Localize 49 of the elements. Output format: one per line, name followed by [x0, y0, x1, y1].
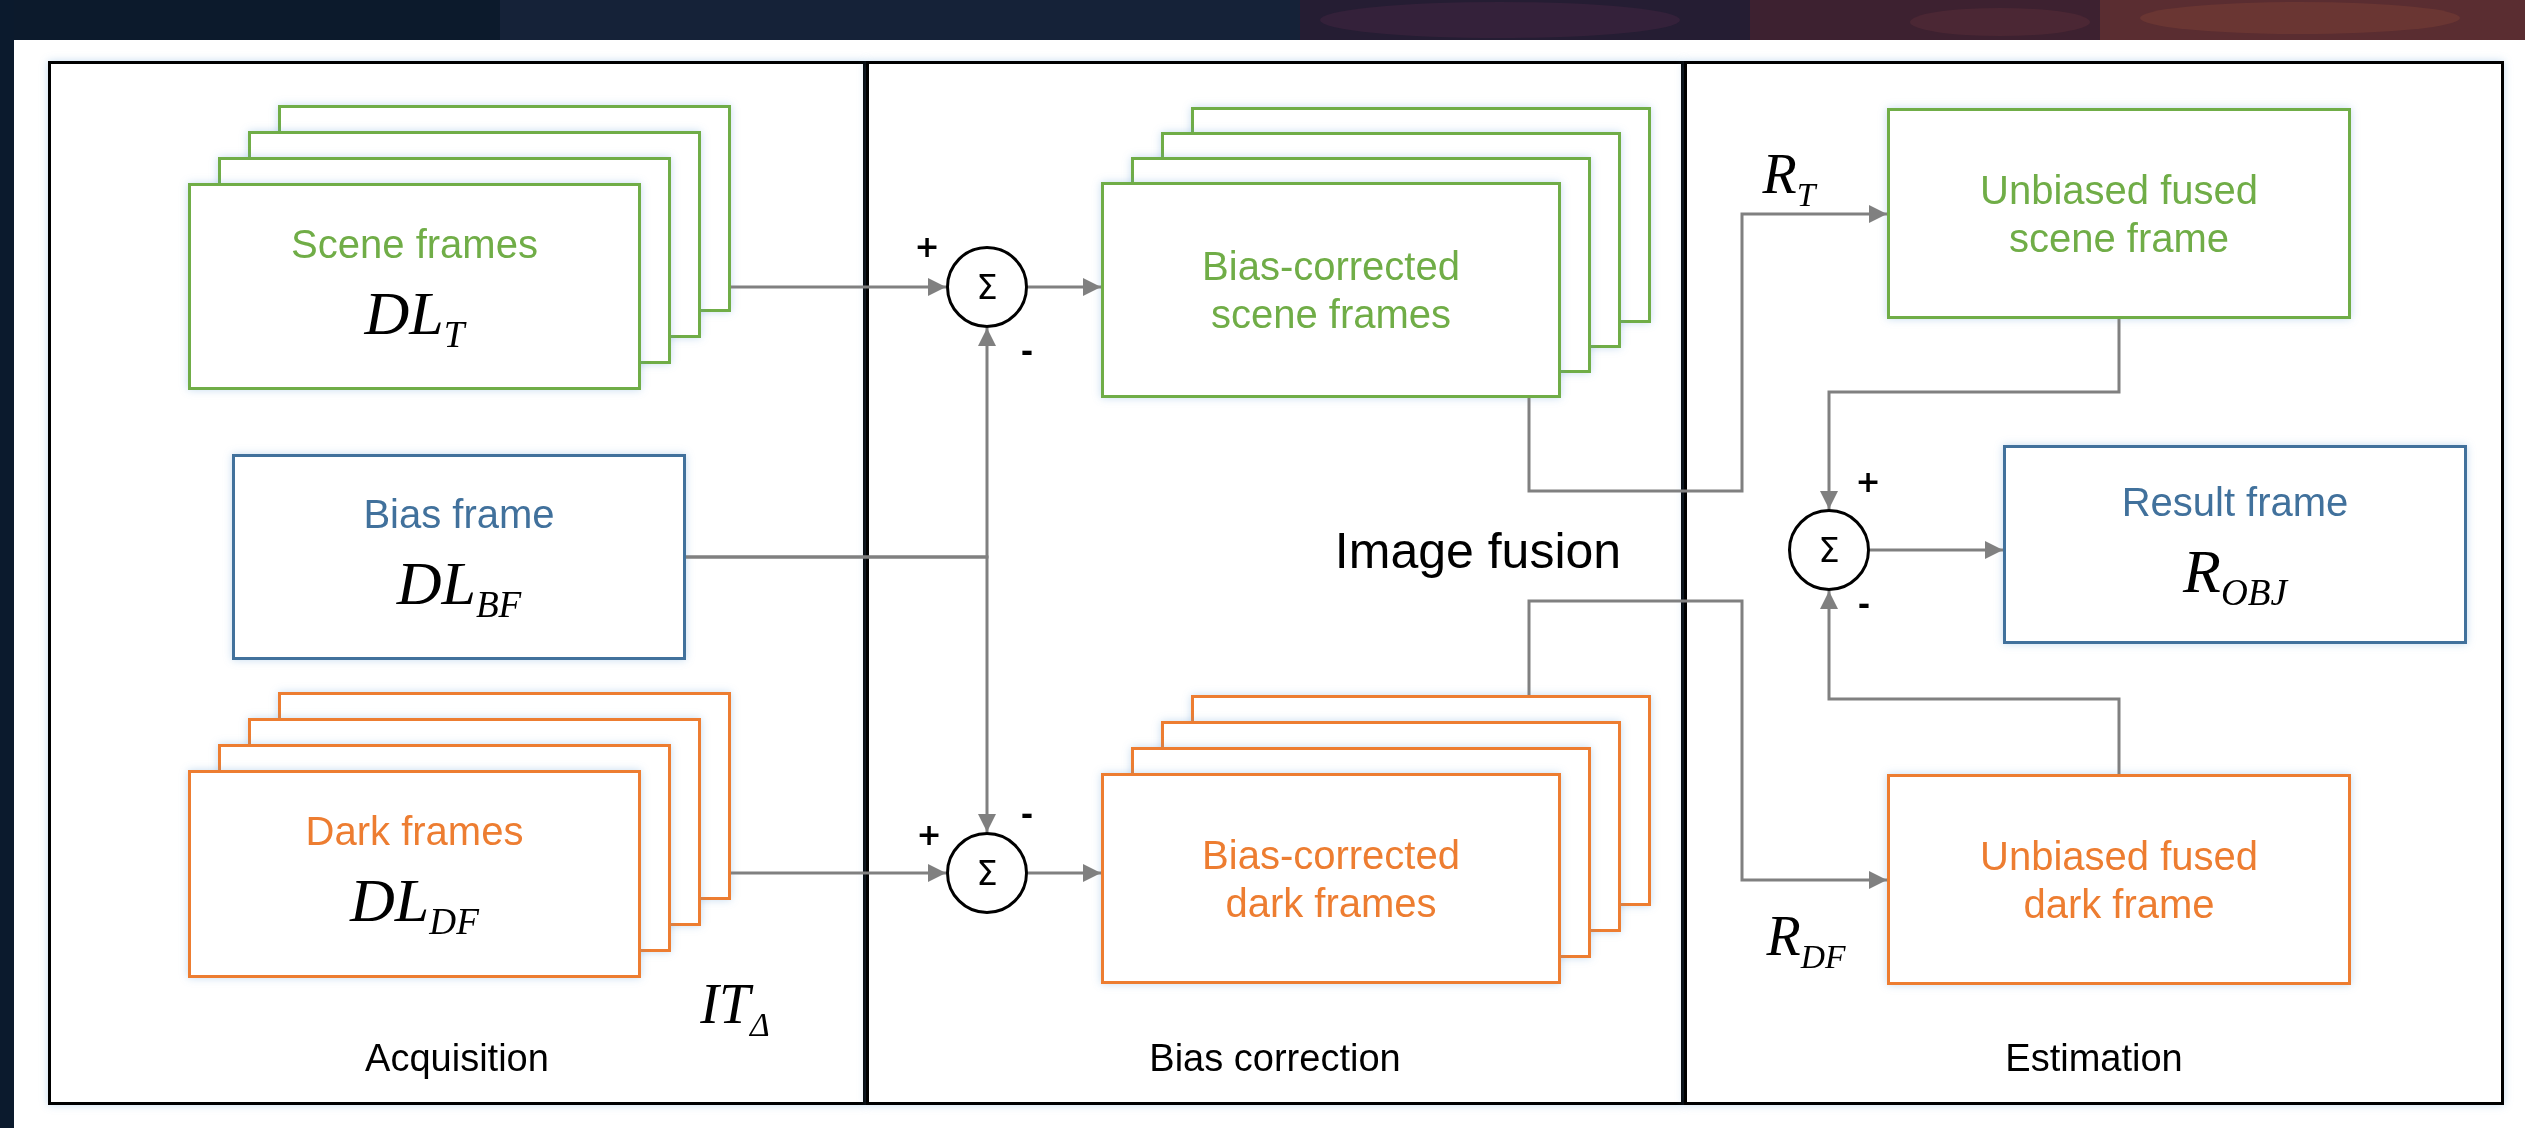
frame-title: Unbiased fused dark frame [1979, 832, 2259, 928]
arrow [1820, 319, 2121, 509]
sigma-symbol: Σ [976, 267, 998, 307]
frame-title: Result frame [2121, 478, 2349, 526]
sign-label: + [916, 816, 942, 852]
sign-label: + [1855, 463, 1881, 499]
frame-title: Unbiased fused scene frame [1979, 166, 2259, 262]
edge-label: R$_{T}$ [1762, 142, 1816, 214]
section-label: Image fusion [1334, 522, 1622, 580]
frame-box [1887, 774, 2351, 985]
arrow [1028, 278, 1101, 296]
sign-label: + [914, 228, 940, 264]
frame-stack [1101, 107, 1651, 398]
frame-box [1887, 108, 2351, 319]
stage-title: Estimation [2005, 1037, 2183, 1079]
frame-stack [188, 105, 731, 390]
arrow [1820, 591, 2121, 774]
sign-label: - [1857, 586, 1871, 622]
edge-label: R$_{DF}$ [1766, 904, 1846, 976]
sigma-symbol: Σ [1818, 530, 1840, 570]
arrow [1028, 864, 1101, 882]
frame-stack [1101, 695, 1651, 984]
frame-box [2003, 445, 2467, 644]
stage-title: Bias correction [1149, 1037, 1401, 1079]
arrow [1527, 205, 1887, 493]
math-label: IT$_{Δ}$ [700, 972, 770, 1044]
frame-symbol: DL$_{BF}$ [396, 552, 522, 624]
arrow [731, 278, 946, 296]
frame-box [232, 454, 686, 660]
frame-symbol: DL$_{DF}$ [350, 869, 479, 941]
arrow [731, 864, 946, 882]
stage-panel [48, 61, 866, 1105]
arrow [1527, 599, 1887, 889]
frame-title: Scene frames [291, 220, 538, 268]
sign-label: - [1020, 796, 1034, 832]
sigma-symbol: Σ [976, 853, 998, 893]
sign-label: - [1020, 333, 1034, 369]
frame-stack [188, 692, 731, 978]
frame-symbol: R$_{OBJ}$ [2183, 539, 2287, 612]
arrow [1870, 541, 2003, 559]
frame-title: Bias-corrected scene frames [1201, 243, 1461, 338]
frame-symbol: DL$_{T}$ [364, 281, 465, 354]
arrow [686, 555, 996, 832]
frame-title: Bias-corrected dark frames [1201, 831, 1461, 927]
stage-panel [1684, 61, 2504, 1105]
frame-title: Dark frames [305, 808, 524, 856]
stage-panel [866, 61, 1684, 1105]
frame-title: Bias frame [363, 491, 555, 539]
stage-title: Acquisition [365, 1037, 549, 1079]
